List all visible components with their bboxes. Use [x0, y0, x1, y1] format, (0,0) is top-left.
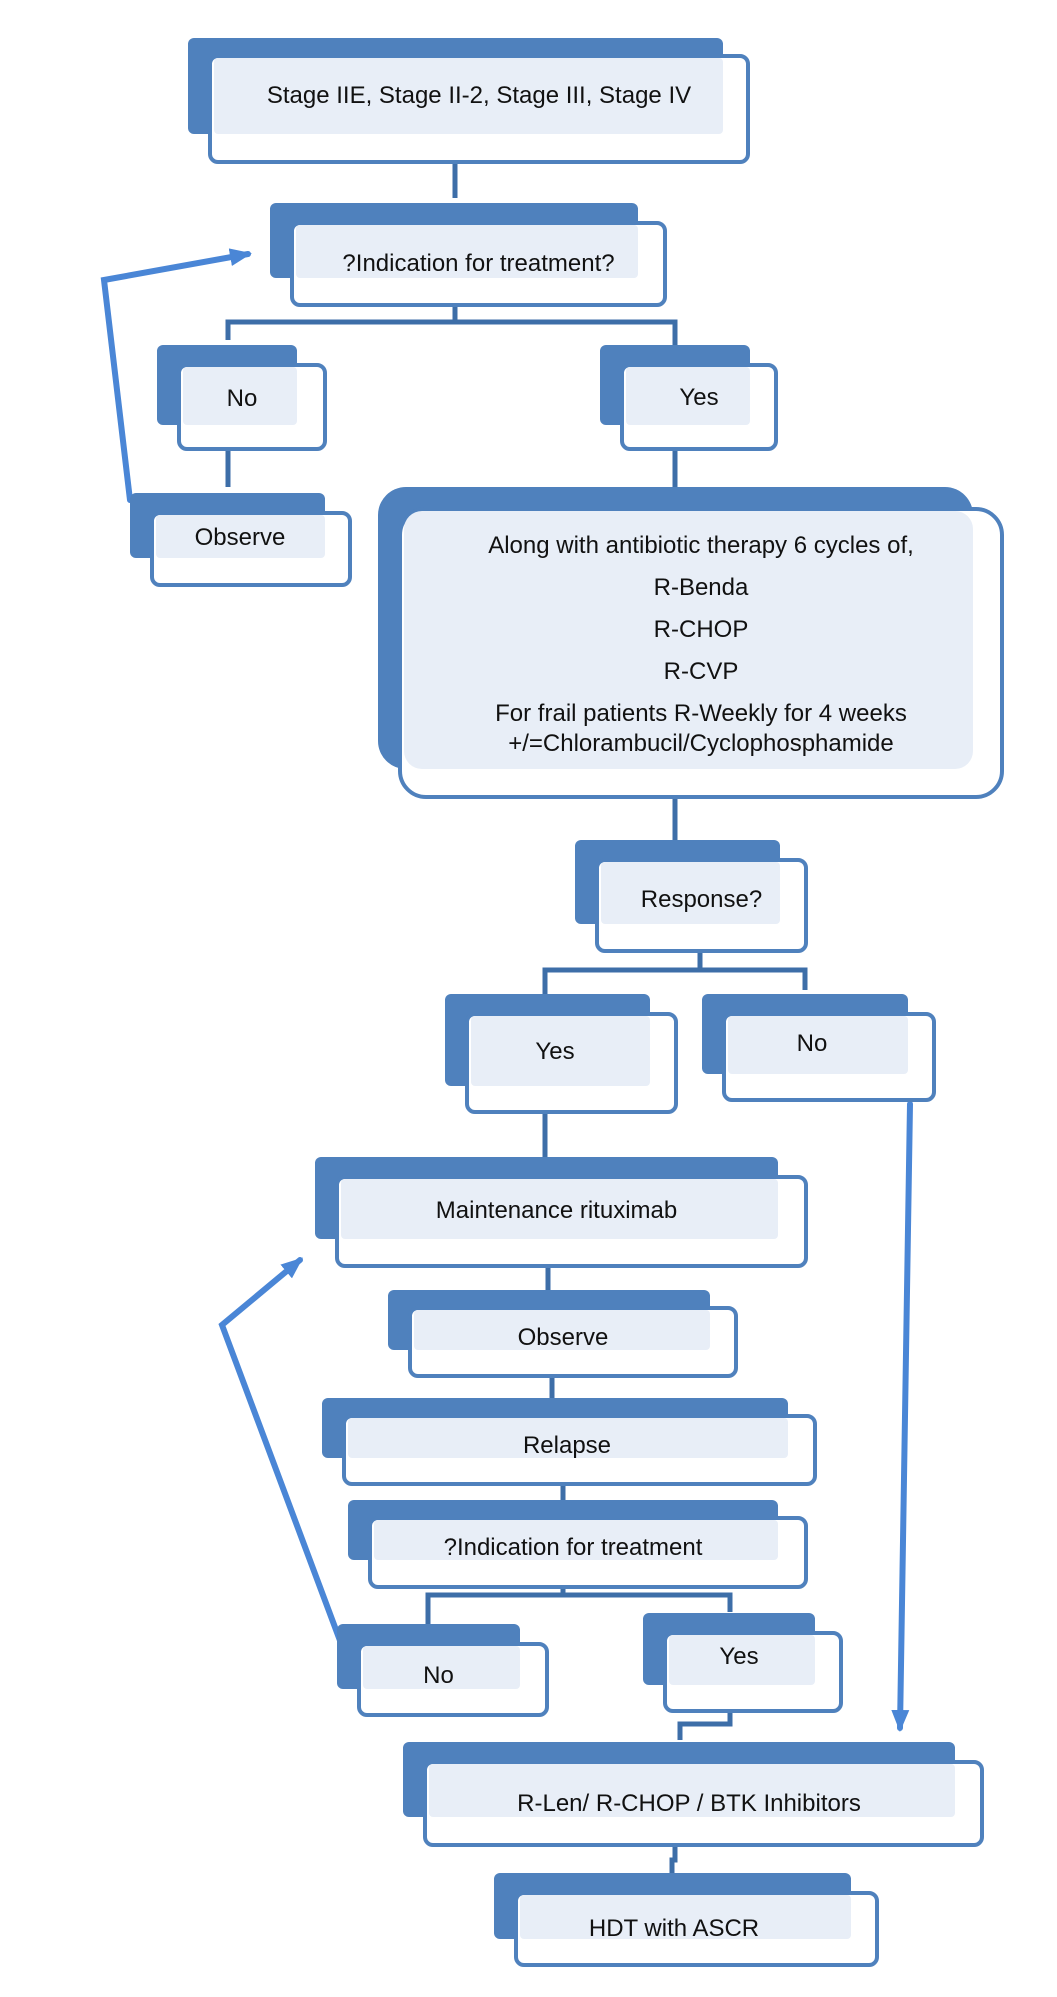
connector-response-split: [542, 950, 703, 995]
therapy-line-6: +/=Chlorambucil/Cyclophosphamide: [508, 730, 894, 757]
node-yes-2-label: Yes: [535, 1038, 575, 1066]
connector-yes-salvage: [677, 1710, 733, 1740]
node-no-2: No: [702, 994, 936, 1102]
node-yes-1-label: Yes: [679, 384, 719, 412]
arrow-no-loop: [218, 1257, 351, 1665]
node-therapy-text: Along with antibiotic therapy 6 cycles o…: [408, 509, 994, 781]
node-stages-label: Stage IIE, Stage II-2, Stage III, Stage …: [266, 82, 692, 110]
node-relapse-label: Relapse: [522, 1432, 612, 1460]
connector-response-split-right: [700, 967, 808, 990]
node-relapse: Relapse: [322, 1398, 817, 1486]
node-therapy: Along with antibiotic therapy 6 cycles o…: [378, 487, 1004, 799]
node-stages: Stage IIE, Stage II-2, Stage III, Stage …: [188, 38, 750, 164]
node-yes-3-label: Yes: [719, 1643, 759, 1671]
node-hdt: HDT with ASCR: [494, 1873, 879, 1967]
connector-indication2-split: [425, 1585, 566, 1625]
node-indication-2: ?Indication for treatment: [348, 1500, 808, 1589]
node-no-1: No: [157, 345, 327, 451]
node-no-2-label: No: [796, 1030, 828, 1058]
node-indication-1-label: ?Indication for treatment?: [342, 250, 615, 278]
node-no-3-label: No: [423, 1662, 454, 1690]
connector-salvage-hdt: [669, 1840, 678, 1878]
connector-indication2-split-right: [563, 1592, 733, 1612]
node-no-1-label: No: [226, 385, 258, 413]
node-indication-2-label: ?Indication for treatment: [443, 1534, 703, 1562]
therapy-line-5: For frail patients R-Weekly for 4 weeks: [495, 700, 907, 727]
node-yes-1: Yes: [600, 345, 778, 451]
node-salvage-label: R-Len/ R-CHOP / BTK Inhibitors: [517, 1789, 861, 1817]
node-response-label: Response?: [640, 886, 763, 914]
node-observe-2: Observe: [388, 1290, 738, 1378]
node-hdt-label: HDT with ASCR: [588, 1915, 760, 1943]
therapy-line-1: Along with antibiotic therapy 6 cycles o…: [488, 532, 914, 559]
node-observe-1: Observe: [130, 493, 352, 587]
node-indication-1: ?Indication for treatment?: [270, 203, 667, 307]
therapy-line-3: R-CHOP: [653, 616, 749, 643]
connector-indication-split: [225, 300, 458, 340]
node-salvage: R-Len/ R-CHOP / BTK Inhibitors: [403, 1742, 984, 1847]
node-yes-2: Yes: [445, 994, 678, 1114]
node-observe-1-label: Observe: [194, 524, 286, 552]
node-maintenance-label: Maintenance rituximab: [435, 1197, 678, 1225]
arrow-no-salvage: [891, 1101, 913, 1732]
node-response: Response?: [575, 840, 808, 953]
node-yes-3: Yes: [643, 1613, 843, 1713]
node-maintenance: Maintenance rituximab: [315, 1157, 808, 1268]
therapy-line-2: R-Benda: [653, 574, 749, 601]
node-no-3: No: [337, 1624, 549, 1717]
therapy-line-4: R-CVP: [663, 658, 739, 685]
arrow-observe-loop: [100, 248, 252, 503]
node-observe-2-label: Observe: [517, 1324, 609, 1352]
